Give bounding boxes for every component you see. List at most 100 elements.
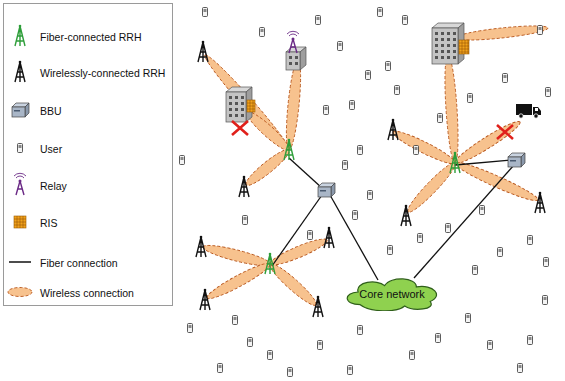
wireless-beam xyxy=(204,259,272,303)
user-icon xyxy=(418,234,423,243)
wireless-beam xyxy=(453,158,540,205)
user-icon xyxy=(518,364,523,373)
wireless-rrh-icon xyxy=(198,41,208,62)
user-icon xyxy=(538,26,543,35)
user-icon xyxy=(410,351,415,360)
fiber-line xyxy=(289,158,322,188)
user-icon xyxy=(368,191,373,200)
legend-label: Fiber connection xyxy=(40,257,118,269)
user-icon xyxy=(243,216,248,225)
user-icon xyxy=(358,146,363,155)
user-icon xyxy=(528,236,533,245)
user-icon xyxy=(446,224,451,233)
fiber-rrh-icon xyxy=(284,139,294,160)
relay-icon xyxy=(287,31,299,53)
beams xyxy=(201,23,549,309)
fiber-line xyxy=(455,160,512,165)
legend-label: RIS xyxy=(40,217,58,229)
user-icon xyxy=(473,266,478,275)
wireless-rrh-icon xyxy=(388,119,398,140)
user-icon xyxy=(438,114,443,123)
wireless-rrh-icon xyxy=(324,227,334,248)
user-icon xyxy=(338,42,343,51)
legend-label: Wireless connection xyxy=(40,287,134,299)
ris-icon xyxy=(14,216,26,228)
cloud-node: Core network xyxy=(339,273,445,311)
wireless-beam xyxy=(443,55,461,164)
legend-fiber-sample xyxy=(9,261,31,263)
user-icon xyxy=(403,16,408,25)
legend-label: BBU xyxy=(40,105,62,117)
user-icon xyxy=(388,246,393,255)
wireless-beam xyxy=(284,59,304,150)
wireless-beam xyxy=(243,146,293,190)
fiber-line xyxy=(330,195,378,280)
fiber-lines xyxy=(272,158,514,280)
legend-label: Relay xyxy=(40,180,67,192)
user-icon xyxy=(366,71,371,80)
fiber-line xyxy=(272,195,322,266)
user-icon xyxy=(498,248,503,257)
user-icon xyxy=(480,206,485,215)
user-icon xyxy=(348,366,353,375)
wireless-rrh-icon xyxy=(239,176,249,197)
bbu-icon xyxy=(12,103,29,117)
wireless-beam xyxy=(452,117,523,167)
wireless-rrh-icon xyxy=(313,296,323,317)
legend-label: Wirelessly-connected RRH xyxy=(40,67,165,79)
wireless-rrh-icon xyxy=(401,205,411,226)
user-icon xyxy=(378,8,383,17)
wireless-beam xyxy=(201,51,293,153)
user-icon xyxy=(203,8,208,17)
fiber-rrh-icon xyxy=(15,25,25,46)
fiber-rrh-icon xyxy=(265,253,275,274)
user-icon xyxy=(414,146,419,155)
user-icon xyxy=(503,74,508,83)
icons xyxy=(8,8,551,377)
fiber-line xyxy=(414,165,514,278)
user-icon xyxy=(488,341,493,350)
user-icon xyxy=(324,106,329,115)
user-icon xyxy=(288,368,293,377)
user-icon xyxy=(358,326,363,335)
user-icon xyxy=(468,94,473,103)
legend-label: Fiber-connected RRH xyxy=(40,31,142,43)
user-icon xyxy=(18,144,23,153)
ris-icon xyxy=(247,100,255,112)
user-icon xyxy=(318,341,323,350)
user-icon xyxy=(180,156,185,165)
wireless-rrh-icon xyxy=(535,192,545,213)
user-icon xyxy=(544,258,549,267)
blocked-mark xyxy=(232,121,248,135)
user-icon xyxy=(466,314,471,323)
user-icon xyxy=(308,231,313,240)
legend-beam-sample xyxy=(8,288,32,297)
user-icon xyxy=(343,161,348,170)
bbu-icon xyxy=(318,183,335,197)
user-icon xyxy=(386,62,391,71)
wireless-rrh-icon xyxy=(200,289,210,310)
user-icon xyxy=(353,211,358,220)
wireless-rrh-icon xyxy=(15,61,25,82)
user-icon xyxy=(528,336,533,345)
user-icon xyxy=(188,324,193,333)
wireless-beam xyxy=(268,235,329,269)
user-icon xyxy=(248,338,253,347)
user-icon xyxy=(233,316,238,325)
ris-icon xyxy=(459,40,469,54)
wireless-beam xyxy=(266,260,319,309)
user-icon xyxy=(395,86,400,95)
fiber-rrh-icon xyxy=(450,152,460,173)
user-icon xyxy=(350,101,355,110)
blocked-mark xyxy=(497,125,513,139)
relay-icon xyxy=(14,173,26,195)
user-icon xyxy=(268,351,273,360)
user-icon xyxy=(316,16,321,25)
wireless-rrh-icon xyxy=(196,236,206,257)
legend-label: User xyxy=(40,143,62,155)
wireless-beam xyxy=(391,127,458,168)
user-icon xyxy=(436,334,441,343)
cloud-label: Core network xyxy=(359,288,425,300)
legend-box: Fiber-connected RRH Wirelessly-connected … xyxy=(3,3,173,306)
